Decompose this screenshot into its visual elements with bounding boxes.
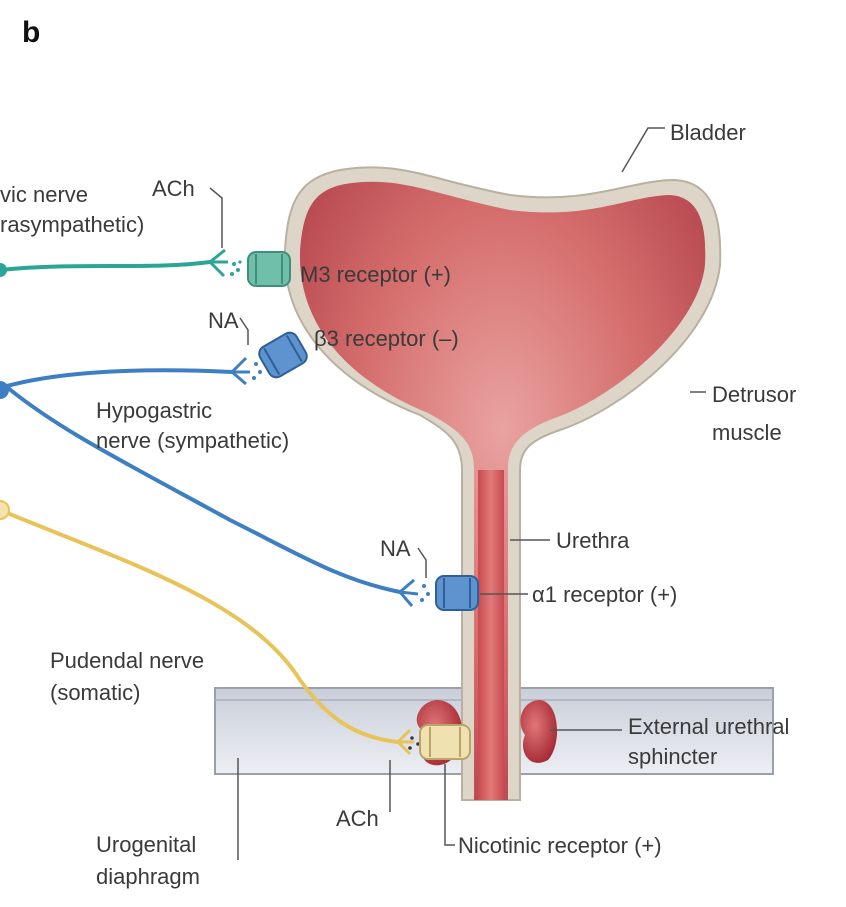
- label-external-sphincter-1: External urethral: [628, 714, 789, 739]
- label-nicotinic-receptor: Nicotinic receptor (+): [458, 833, 662, 858]
- label-urogenital-1: Urogenital: [96, 832, 196, 857]
- nicotinic-receptor: [420, 725, 470, 759]
- label-pelvic-nerve-1: vic nerve: [0, 182, 88, 207]
- urethra-lumen: [478, 470, 504, 800]
- label-hypogastric-2: nerve (sympathetic): [96, 428, 289, 453]
- label-na-top: NA: [208, 308, 239, 333]
- m3-receptor: [248, 252, 290, 286]
- alpha1-receptor: [436, 576, 478, 610]
- hypogastric-nerve: [0, 358, 430, 606]
- label-bladder: Bladder: [670, 120, 746, 145]
- label-na-bottom: NA: [380, 536, 411, 561]
- label-urethra: Urethra: [556, 528, 630, 553]
- panel-label: b: [22, 16, 40, 49]
- label-alpha1-receptor: α1 receptor (+): [532, 582, 677, 607]
- label-urogenital-2: diaphragm: [96, 864, 200, 889]
- label-beta3-receptor: β3 receptor (–): [314, 326, 459, 351]
- label-ach-bottom: ACh: [336, 806, 379, 831]
- label-pudendal-1: Pudendal nerve: [50, 648, 204, 673]
- label-detrusor-1: Detrusor: [712, 382, 796, 407]
- label-external-sphincter-2: sphincter: [628, 744, 717, 769]
- label-pudendal-2: (somatic): [50, 680, 140, 705]
- label-m3-receptor: M3 receptor (+): [300, 262, 451, 287]
- label-ach-top: ACh: [152, 176, 195, 201]
- pelvic-nerve: [0, 250, 242, 277]
- label-hypogastric-1: Hypogastric: [96, 398, 212, 423]
- label-pelvic-nerve-2: rasympathetic): [0, 212, 144, 237]
- label-detrusor-2: muscle: [712, 420, 782, 445]
- beta3-receptor: [256, 330, 309, 380]
